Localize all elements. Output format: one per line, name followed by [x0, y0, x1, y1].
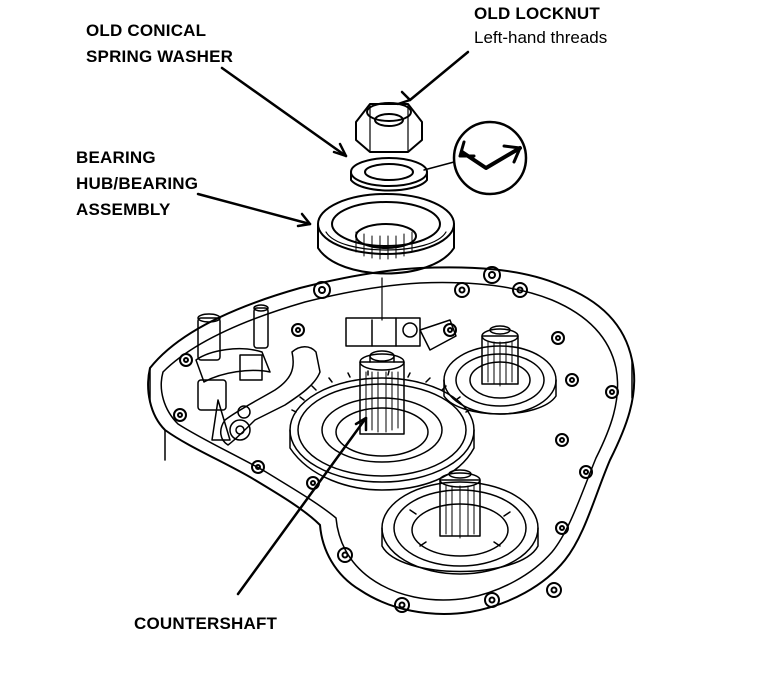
transmission-case: [147, 266, 636, 615]
old-locknut-part: [355, 102, 423, 153]
shaft-lower-right: [381, 469, 539, 575]
left-hand-thread-arrow-icon: [423, 120, 528, 196]
label-bearing-line3: ASSEMBLY: [76, 200, 171, 219]
label-bearing-line1: BEARING: [76, 148, 156, 167]
label-bearing-line2: HUB/BEARING: [76, 174, 199, 193]
bearing-hub-assembly-part: [317, 193, 455, 275]
label-left-hand-threads: Left-hand threads: [474, 28, 608, 47]
label-old-locknut: OLD LOCKNUT: [474, 4, 600, 23]
leader-lines: [196, 50, 470, 596]
label-old-conical-line2: SPRING WASHER: [86, 47, 234, 66]
label-old-conical-line1: OLD CONICAL: [86, 21, 207, 40]
countershaft-gear: [289, 317, 475, 491]
label-countershaft: COUNTERSHAFT: [134, 614, 278, 633]
mainshaft-upper-right: [443, 325, 557, 415]
shift-mechanism: [195, 304, 321, 446]
old-conical-spring-washer-part: [350, 157, 428, 192]
